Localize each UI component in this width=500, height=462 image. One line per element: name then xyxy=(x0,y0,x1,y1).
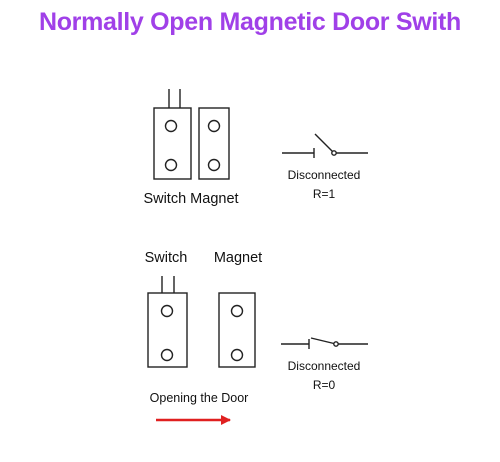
open-magnet-unit xyxy=(218,292,256,368)
magnet-label: Magnet xyxy=(214,250,262,266)
switch-screw-hole xyxy=(160,348,174,362)
open-status-text: Disconnected xyxy=(288,359,361,373)
magnet-screw-hole xyxy=(207,119,221,133)
magnet-screw-hole xyxy=(230,304,244,318)
circuit-pivot xyxy=(331,150,337,156)
switch-label: Switch xyxy=(145,250,188,266)
diagram-title: Normally Open Magnetic Door Swith xyxy=(38,8,462,36)
circuit-switch-blade xyxy=(314,133,335,154)
circuit-pivot xyxy=(333,341,339,347)
closed-switch-unit xyxy=(153,89,230,180)
closed-resistance-text: R=1 xyxy=(313,187,336,201)
switch-screw-hole xyxy=(164,119,178,133)
closed-status-text: Disconnected xyxy=(288,168,361,182)
switch-screw-hole xyxy=(164,158,178,172)
open-circuit-symbol xyxy=(281,337,368,349)
magnet-screw-hole xyxy=(230,348,244,362)
open-resistance-text: R=0 xyxy=(313,378,336,392)
magnet-screw-hole xyxy=(207,158,221,172)
closed-circuit-symbol xyxy=(282,133,368,158)
opening-door-label: Opening the Door xyxy=(150,391,249,405)
circuit-switch-blade xyxy=(310,337,337,345)
open-switch-unit xyxy=(147,276,188,368)
switch-screw-hole xyxy=(160,304,174,318)
switch-magnet-label: Switch Magnet xyxy=(143,191,238,207)
